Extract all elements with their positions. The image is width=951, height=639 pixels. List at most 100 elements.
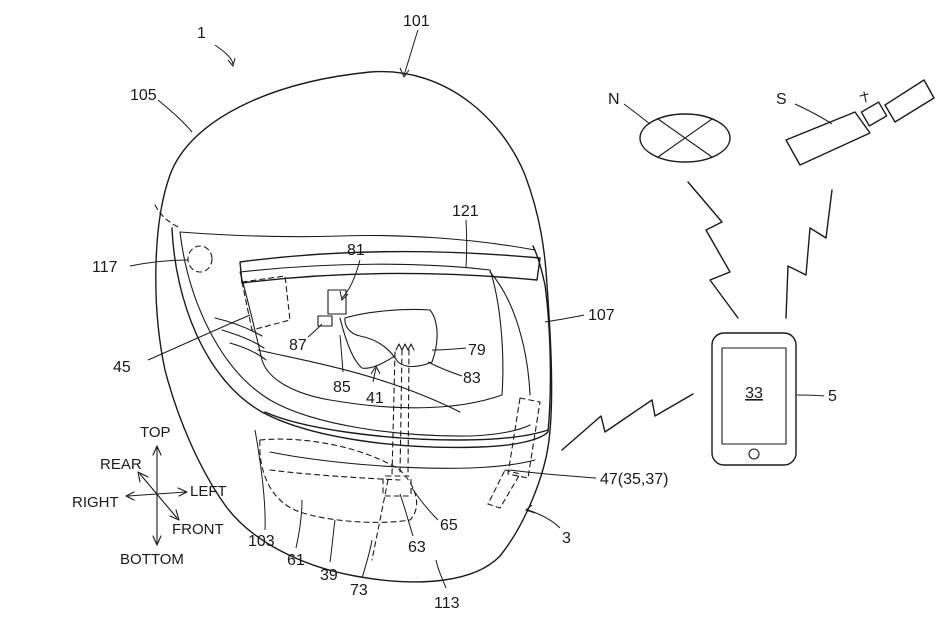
mic-line xyxy=(371,479,389,561)
visor-right-edge xyxy=(489,271,531,396)
speaker-45 xyxy=(241,275,291,331)
leader-5 xyxy=(796,394,825,397)
leader-41 xyxy=(372,367,377,383)
leader-61 xyxy=(295,499,303,549)
label-S: S xyxy=(776,91,787,108)
label-103: 103 xyxy=(248,533,275,550)
unit-87 xyxy=(317,315,333,327)
arrow-bottom xyxy=(152,535,162,546)
sound-wave-1 xyxy=(214,317,263,337)
leader-lines xyxy=(129,29,833,589)
visor-pivot-117 xyxy=(187,245,213,273)
arrow-front xyxy=(169,509,180,521)
eye-port-lower-edge xyxy=(257,349,461,413)
chin-bar-line xyxy=(269,451,536,469)
signal-S-to-phone xyxy=(785,189,833,319)
label-5: 5 xyxy=(828,388,837,405)
network-node-cross-b xyxy=(657,118,713,158)
label-79: 79 xyxy=(468,342,486,359)
phone-home-button xyxy=(748,448,760,460)
brow-band-121 xyxy=(239,250,541,284)
leader-39 xyxy=(329,519,336,563)
satellite-body xyxy=(860,101,888,127)
sound-wave-2 xyxy=(221,329,265,349)
network-node-ellipse xyxy=(639,113,731,163)
leader-73 xyxy=(361,539,373,579)
visor-107 xyxy=(171,227,552,449)
label-41: 41 xyxy=(366,390,384,407)
satellite-panel-right xyxy=(884,79,935,123)
arrow-right-dir xyxy=(125,491,135,501)
label-107: 107 xyxy=(588,307,615,324)
shell-panel-line xyxy=(179,231,536,251)
signal-N-to-phone xyxy=(687,181,739,319)
axis-diagonal xyxy=(139,473,178,519)
leader-107 xyxy=(544,314,585,323)
label-105: 105 xyxy=(130,87,157,104)
battery-47 xyxy=(507,397,541,479)
dir-bottom: BOTTOM xyxy=(120,551,184,568)
leader-63 xyxy=(399,493,414,537)
leader-3 xyxy=(527,509,561,529)
display-housing-79 xyxy=(344,308,438,368)
leader-81 xyxy=(341,259,361,299)
satellite-S xyxy=(785,79,935,166)
label-85: 85 xyxy=(333,379,351,396)
leader-105 xyxy=(157,99,193,133)
beam-2 xyxy=(399,349,403,476)
label-39: 39 xyxy=(320,567,338,584)
leader-3-arrow xyxy=(524,504,536,514)
leader-1 xyxy=(214,44,234,65)
leader-79 xyxy=(431,347,467,351)
leader-41-arrow xyxy=(370,364,381,375)
beam-3 xyxy=(407,349,410,476)
leader-65 xyxy=(411,487,439,521)
satellite-antenna xyxy=(859,91,869,103)
label-65: 65 xyxy=(440,517,458,534)
phone-screen xyxy=(721,347,787,445)
leader-117 xyxy=(129,259,189,267)
beam-tips xyxy=(395,343,415,351)
leader-101 xyxy=(403,29,419,76)
leader-47 xyxy=(509,469,597,479)
leader-83 xyxy=(427,361,463,377)
visor-inner-edge xyxy=(179,231,531,437)
leader-87 xyxy=(307,323,323,338)
label-47: 47(35,37) xyxy=(600,471,669,488)
chin-bar-113 xyxy=(264,411,549,441)
label-73: 73 xyxy=(350,582,368,599)
smartphone-5: 33 xyxy=(711,332,797,466)
satellite-panel-left xyxy=(785,111,871,166)
label-1: 1 xyxy=(197,25,206,42)
label-101: 101 xyxy=(403,13,430,30)
dir-right: RIGHT xyxy=(72,494,119,511)
helmet-shell-outline xyxy=(155,70,553,583)
label-3: 3 xyxy=(562,530,571,547)
leader-1-arrow xyxy=(227,57,236,68)
battery-47-lower xyxy=(487,469,521,509)
leader-N xyxy=(623,103,651,125)
label-113: 113 xyxy=(434,595,460,612)
label-83: 83 xyxy=(463,370,481,387)
leader-85 xyxy=(339,334,344,373)
dir-front: FRONT xyxy=(172,521,224,538)
bracket-81 xyxy=(327,289,347,315)
dir-top: TOP xyxy=(140,424,171,441)
leader-103 xyxy=(254,429,266,531)
network-N xyxy=(639,113,731,163)
direction-compass: TOP REAR RIGHT LEFT FRONT BOTTOM xyxy=(72,424,227,568)
label-N: N xyxy=(608,91,620,108)
leader-81-arrow xyxy=(339,290,349,301)
reference-labels: 1 101 105 117 81 121 107 45 87 85 79 83 … xyxy=(92,13,837,612)
sound-wave-3 xyxy=(229,342,267,361)
phone-body xyxy=(711,332,797,466)
arrow-rear xyxy=(137,471,149,483)
arrow-top xyxy=(152,445,162,456)
label-33: 33 xyxy=(745,385,763,402)
signal-phone-to-helmet xyxy=(561,393,694,451)
label-117: 117 xyxy=(92,259,118,276)
beam-1 xyxy=(391,351,396,476)
label-61: 61 xyxy=(287,552,305,569)
